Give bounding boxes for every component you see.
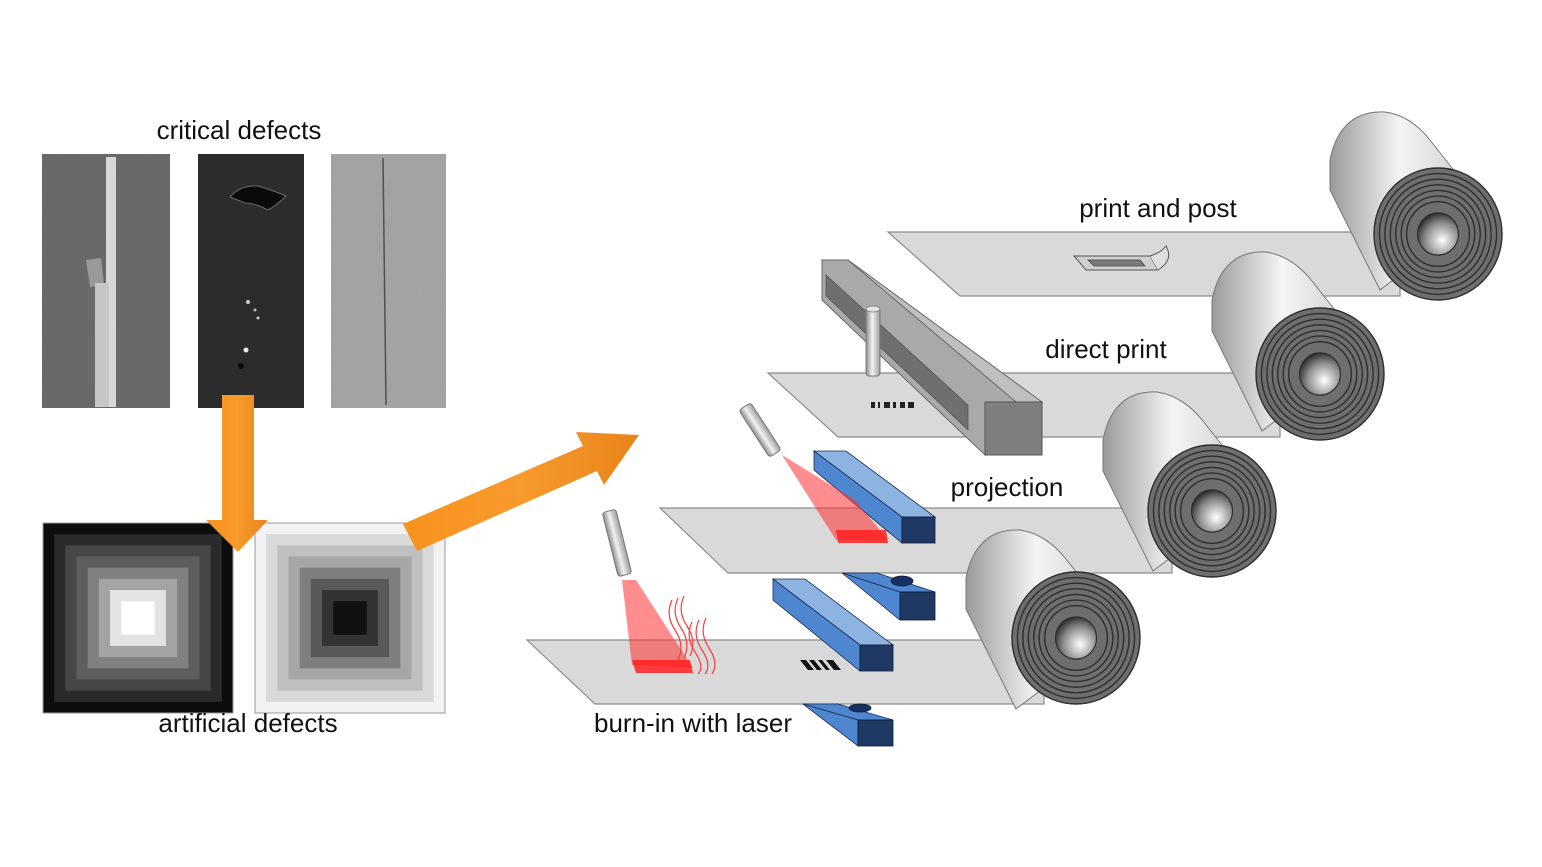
stage-burn-in-with-laser: burn-in with laser (525, 509, 1141, 747)
projector-laser (739, 403, 888, 543)
material-roll-1 (1329, 111, 1503, 301)
down-arrow (206, 395, 268, 552)
projection-beam (782, 455, 888, 540)
dark-to-light-pattern (42, 522, 234, 714)
defect-scratch-image (42, 154, 170, 408)
critical-defects-label: critical defects (157, 115, 322, 145)
light-to-dark-pattern (254, 522, 446, 714)
stage-print-and-post: print and post (886, 111, 1503, 301)
material-roll-3 (1102, 391, 1277, 578)
direct-print-label: direct print (1045, 334, 1167, 364)
print-head-rail (820, 259, 1044, 457)
pattern-ring (333, 601, 367, 635)
stage-direct-print: direct print (766, 251, 1385, 457)
burning-laser (602, 509, 716, 675)
roll-face (1255, 307, 1385, 441)
upper-clamp-burn-in (771, 578, 895, 672)
roll-core-icon (1190, 489, 1234, 533)
print-barcode-icon (871, 402, 914, 408)
laser-icon (602, 509, 632, 577)
clamp-hole-icon (890, 575, 914, 587)
critical-defect-images (42, 154, 446, 408)
laser-beam (622, 580, 693, 668)
lower-clamp-burn-in (802, 703, 894, 747)
roll-face (1373, 167, 1503, 301)
diagonal-arrow (403, 432, 639, 551)
lower-clamp-projection (841, 572, 936, 621)
projector-icon (739, 403, 781, 457)
roll-core-icon (1416, 212, 1460, 256)
artificial-defects-label: artificial defects (158, 708, 337, 738)
defect-hole-image (198, 154, 304, 408)
stage-projection: projection (658, 391, 1277, 621)
material-roll-4 (965, 529, 1141, 710)
print-nozzle-icon (865, 307, 881, 377)
roll-core-icon (1298, 352, 1342, 396)
roll-core-icon (1054, 616, 1098, 660)
print-and-post-label: print and post (1079, 193, 1237, 223)
roll-face (1147, 444, 1277, 578)
defect-line-image (331, 154, 446, 408)
projection-label: projection (951, 472, 1064, 502)
label-sticker-icon (1072, 245, 1170, 271)
upper-clamp-projection (812, 450, 937, 544)
heat-waves-icon (668, 595, 716, 675)
artificial-defect-patterns (42, 522, 446, 714)
clamp-hole-icon (848, 703, 872, 713)
strip-burn-in (525, 639, 1045, 705)
burned-barcode-icon (800, 660, 841, 670)
material-roll-2 (1211, 251, 1385, 441)
pattern-ring (121, 601, 155, 635)
burn-in-with-laser-label: burn-in with laser (594, 708, 792, 738)
roll-face (1011, 571, 1141, 705)
